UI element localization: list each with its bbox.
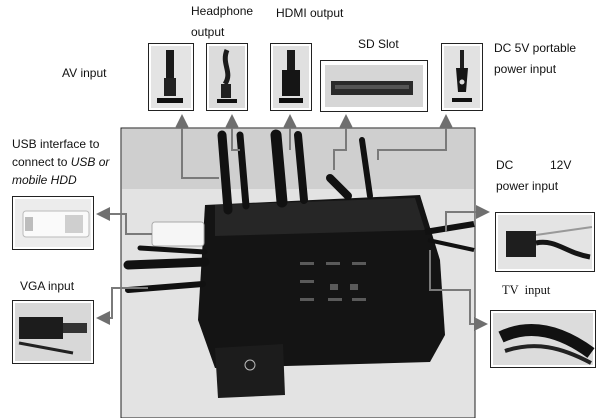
label-usb-line3: mobile HDD	[12, 173, 77, 187]
dc12v-power-photo	[495, 212, 595, 272]
label-hdmi-output: HDMI output	[276, 6, 344, 20]
dc12v-plug-icon	[498, 215, 593, 269]
hdmi-cable-icon	[273, 46, 309, 108]
label-dc5v-line1: DC 5V portable	[494, 41, 577, 55]
usb-dongle	[215, 344, 285, 398]
label-usb-interface: USB interface to connect to USB or mobil…	[12, 135, 109, 189]
label-headphone-output: Headphone output	[191, 4, 253, 40]
label-usb-line2-b: USB	[70, 155, 96, 169]
right-cables	[424, 221, 475, 235]
label-sd-slot: SD Slot	[358, 37, 399, 51]
label-usb-line2: connect to USB or	[12, 153, 109, 171]
top-cables	[217, 129, 373, 215]
label-usb-line2-c: or	[95, 155, 110, 169]
headphone-cable-icon	[209, 46, 245, 108]
label-dc12v-line1: DC 12V	[496, 158, 572, 172]
label-headphone-line2: output	[191, 25, 225, 39]
hdmi-output-photo	[270, 43, 312, 111]
label-dc12v-line2: power input	[496, 179, 559, 193]
label-dc5v-power: DC 5V portable power input	[494, 38, 576, 80]
tv-input-photo	[490, 310, 596, 368]
tv-cable-icon	[493, 313, 595, 365]
label-headphone-line1: Headphone	[191, 4, 254, 18]
vga-connector-icon	[15, 303, 91, 361]
label-vga-input: VGA input	[20, 279, 75, 293]
label-av-input: AV input	[62, 66, 107, 80]
vga-input-photo	[12, 300, 94, 364]
label-dc5v-line2: power input	[494, 62, 557, 76]
sd-slot-photo	[320, 60, 428, 112]
usb-stick-icon	[15, 199, 91, 247]
headphone-output-photo	[206, 43, 248, 111]
sd-slot-icon	[325, 65, 423, 107]
connector-lines	[96, 114, 490, 331]
usb-device-photo	[12, 196, 94, 250]
device-buttons	[300, 262, 366, 301]
media-player-device	[198, 195, 445, 368]
label-tv-input: TV input	[502, 283, 551, 297]
dc5v-power-photo	[441, 43, 483, 111]
label-dc12v-power: DC 12V power input	[496, 155, 571, 197]
dc5v-plug-icon	[444, 46, 480, 108]
av-input-photo	[148, 43, 194, 111]
av-cable-icon	[151, 46, 191, 108]
label-usb-line2-a: connect to	[12, 155, 71, 169]
white-usb-stick	[151, 221, 205, 247]
label-usb-line1: USB interface to	[12, 137, 100, 151]
